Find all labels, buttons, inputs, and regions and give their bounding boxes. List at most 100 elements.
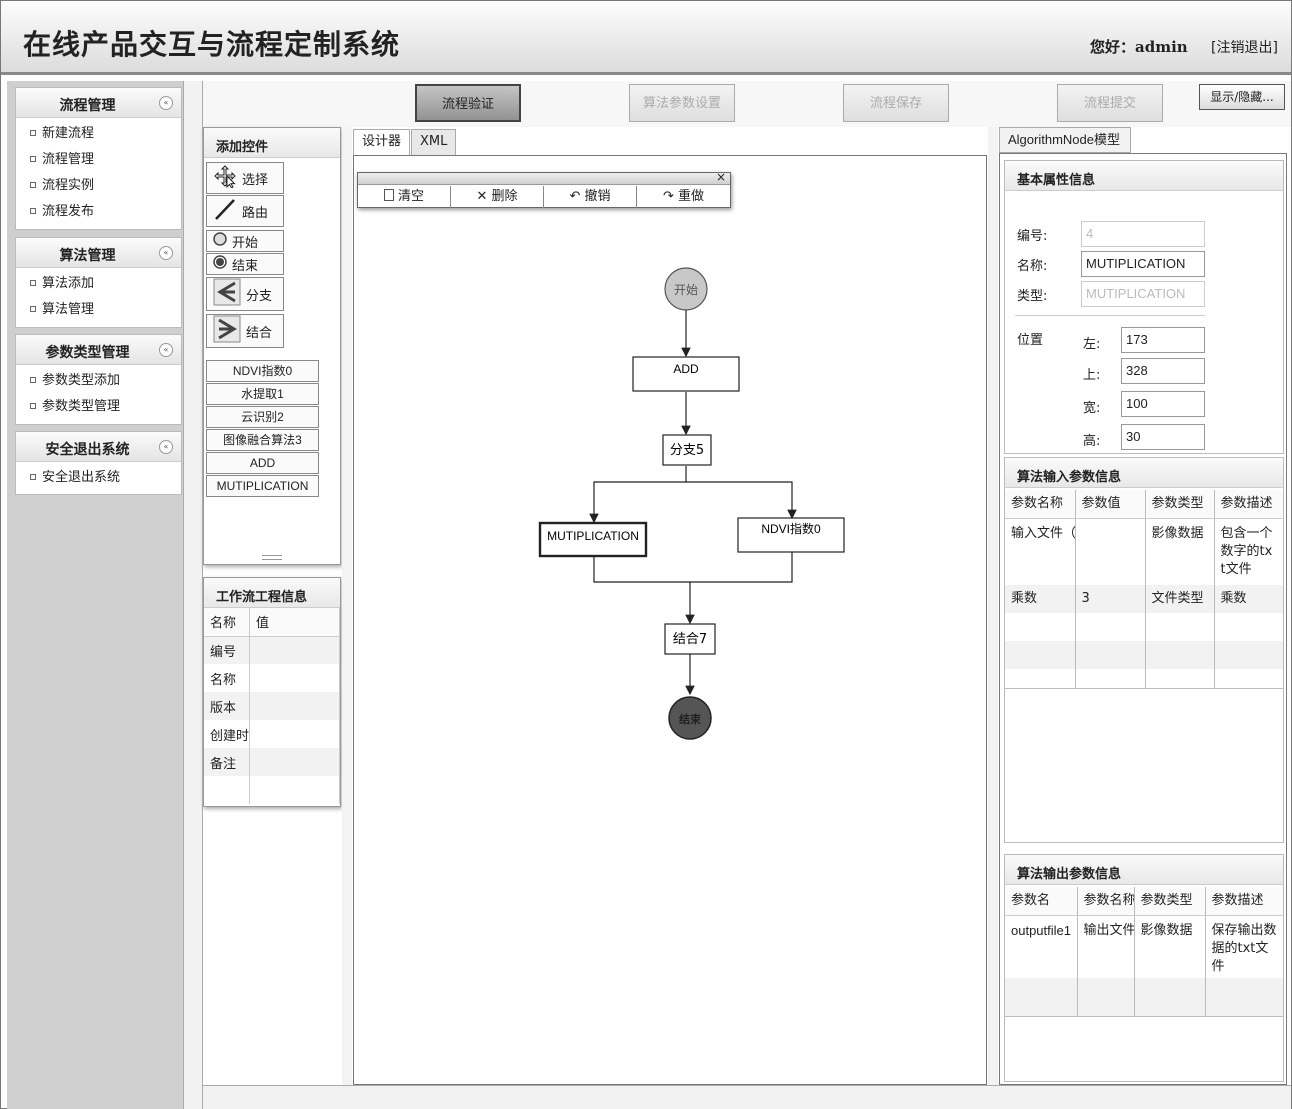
- designer-canvas[interactable]: 开始 ADD 分支5 MUTIPLICATION NDVI指数0 结合7: [353, 155, 987, 1085]
- validate-button[interactable]: 流程验证: [415, 84, 521, 122]
- divider: [1015, 315, 1205, 316]
- table-row[interactable]: 编号: [204, 636, 340, 664]
- row-value[interactable]: [249, 720, 340, 748]
- submit-process-button[interactable]: 流程提交: [1057, 84, 1163, 122]
- select-tool-button[interactable]: 选择: [206, 162, 284, 194]
- nav-section-header[interactable]: 安全退出系统 «: [16, 432, 181, 462]
- algo-params-button[interactable]: 算法参数设置: [629, 84, 735, 122]
- node-item-cloud[interactable]: 云识别2: [206, 406, 319, 428]
- table-row[interactable]: [1005, 668, 1284, 689]
- table-row[interactable]: 输入文件（ 影像数据 包含一个数字的txt文件: [1005, 518, 1284, 585]
- row-value[interactable]: [249, 636, 340, 664]
- node-mutiplication[interactable]: MUTIPLICATION: [538, 521, 648, 558]
- branch-tool-button[interactable]: 分支: [206, 277, 284, 311]
- floating-toolbar-handle[interactable]: ×: [358, 170, 730, 185]
- top-field[interactable]: 328: [1121, 358, 1205, 384]
- collapse-icon[interactable]: «: [159, 440, 173, 454]
- row-value[interactable]: [249, 776, 340, 804]
- tab-designer[interactable]: 设计器: [353, 129, 411, 155]
- delete-button[interactable]: ✕删除: [451, 186, 544, 208]
- user-greeting: 您好：admin: [1090, 38, 1188, 56]
- param-type-cell: 文件类型: [1145, 584, 1215, 613]
- clear-button[interactable]: 清空: [358, 186, 451, 208]
- route-tool-button[interactable]: 路由: [206, 195, 284, 227]
- table-row[interactable]: outputfile1 输出文件 影像数据 保存输出数据的txt文件: [1005, 915, 1284, 978]
- collapse-icon[interactable]: «: [159, 246, 173, 260]
- width-field[interactable]: 100: [1121, 391, 1205, 417]
- logout-link[interactable]: [注销退出]: [1211, 40, 1278, 56]
- table-row[interactable]: [1005, 612, 1284, 641]
- node-branch[interactable]: 分支5: [662, 434, 712, 466]
- join-tool-button[interactable]: 结合: [206, 314, 284, 348]
- node-item-water[interactable]: 水提取1: [206, 383, 319, 405]
- nav-item-algorithm-manage[interactable]: 算法管理: [16, 297, 181, 323]
- height-field[interactable]: 30: [1121, 424, 1205, 450]
- table-row[interactable]: [204, 776, 340, 804]
- nav-section-header[interactable]: 参数类型管理 «: [16, 335, 181, 365]
- nav-item-algorithm-add[interactable]: 算法添加: [16, 271, 181, 297]
- add-controls-panel: 添加控件 选择 路由 开始 结束 分支 结合 NDVI指数0 水提取1 云识别2…: [203, 127, 341, 565]
- row-value[interactable]: [249, 748, 340, 776]
- collapse-icon[interactable]: «: [159, 96, 173, 110]
- right-splitter[interactable]: [988, 127, 998, 1085]
- node-item-fusion[interactable]: 图像融合算法3: [206, 429, 319, 451]
- param-value-cell[interactable]: 3: [1075, 584, 1146, 613]
- table-row[interactable]: [1005, 640, 1284, 669]
- nav-section-header[interactable]: 流程管理 «: [16, 88, 181, 118]
- table-row[interactable]: [1005, 978, 1284, 1016]
- tab-algorithm-node-model[interactable]: AlgorithmNode模型: [999, 127, 1131, 153]
- redo-button[interactable]: ↷重做: [637, 186, 730, 208]
- node-add[interactable]: ADD: [632, 356, 740, 392]
- nav-item-param-type-add[interactable]: 参数类型添加: [16, 368, 181, 394]
- nav-item-process-manage[interactable]: 流程管理: [16, 147, 181, 173]
- table-row[interactable]: 备注: [204, 748, 340, 776]
- node-ndvi[interactable]: NDVI指数0: [737, 517, 845, 553]
- nav-item-process-instance[interactable]: 流程实例: [16, 173, 181, 199]
- node-item-mutiplication[interactable]: MUTIPLICATION: [206, 475, 319, 497]
- show-hide-button[interactable]: 显示/隐藏...: [1199, 84, 1285, 110]
- nav-item-new-process[interactable]: 新建流程: [16, 121, 181, 147]
- node-join[interactable]: 结合7: [664, 623, 716, 655]
- node-start[interactable]: 开始: [664, 267, 708, 311]
- param-type-cell: 影像数据: [1145, 518, 1215, 585]
- param-name-cell: 乘数: [1005, 584, 1076, 613]
- nav-item-process-publish[interactable]: 流程发布: [16, 199, 181, 225]
- table-row[interactable]: 乘数 3 文件类型 乘数: [1005, 584, 1284, 613]
- table-row[interactable]: 创建时: [204, 720, 340, 748]
- tab-xml[interactable]: XML: [411, 129, 457, 155]
- name-field[interactable]: MUTIPLICATION: [1081, 251, 1205, 277]
- start-tool-button[interactable]: 开始: [206, 230, 284, 252]
- node-end[interactable]: 结束: [668, 696, 712, 740]
- type-field[interactable]: MUTIPLICATION: [1081, 281, 1205, 307]
- row-value[interactable]: [249, 692, 340, 720]
- nav-item-safe-exit[interactable]: 安全退出系统: [16, 465, 181, 491]
- table-row[interactable]: 版本: [204, 692, 340, 720]
- node-item-ndvi[interactable]: NDVI指数0: [206, 360, 319, 382]
- left-field[interactable]: 173: [1121, 327, 1205, 353]
- node-item-add[interactable]: ADD: [206, 452, 319, 474]
- undo-button[interactable]: ↶撤销: [544, 186, 637, 208]
- close-icon[interactable]: ×: [715, 170, 726, 184]
- resize-grip-icon[interactable]: [262, 555, 282, 560]
- column-header: 参数名称: [1077, 887, 1135, 916]
- nav-section-header[interactable]: 算法管理 «: [16, 238, 181, 268]
- param-value-cell[interactable]: [1075, 518, 1146, 585]
- nav-item-param-type-manage[interactable]: 参数类型管理: [16, 394, 181, 420]
- save-process-button[interactable]: 流程保存: [843, 84, 949, 122]
- designer-tabs: 设计器 XML: [353, 127, 987, 155]
- column-header: 名称: [204, 608, 251, 637]
- nav-item-label: 流程管理: [42, 152, 95, 167]
- filled-circle-icon: [213, 255, 227, 273]
- id-field[interactable]: 4: [1081, 221, 1205, 247]
- end-tool-button[interactable]: 结束: [206, 253, 284, 275]
- table-row[interactable]: 名称: [204, 664, 340, 692]
- left-splitter[interactable]: [342, 127, 352, 1085]
- sidebar-splitter[interactable]: [183, 81, 203, 1109]
- node-add-label: ADD: [673, 362, 699, 376]
- name-label: 名称:: [1017, 259, 1048, 274]
- row-value[interactable]: [249, 664, 340, 692]
- nav-item-label: 参数类型管理: [42, 399, 121, 414]
- collapse-icon[interactable]: «: [159, 343, 173, 357]
- column-header: 参数类型: [1145, 490, 1215, 519]
- column-header: 参数类型: [1134, 887, 1206, 916]
